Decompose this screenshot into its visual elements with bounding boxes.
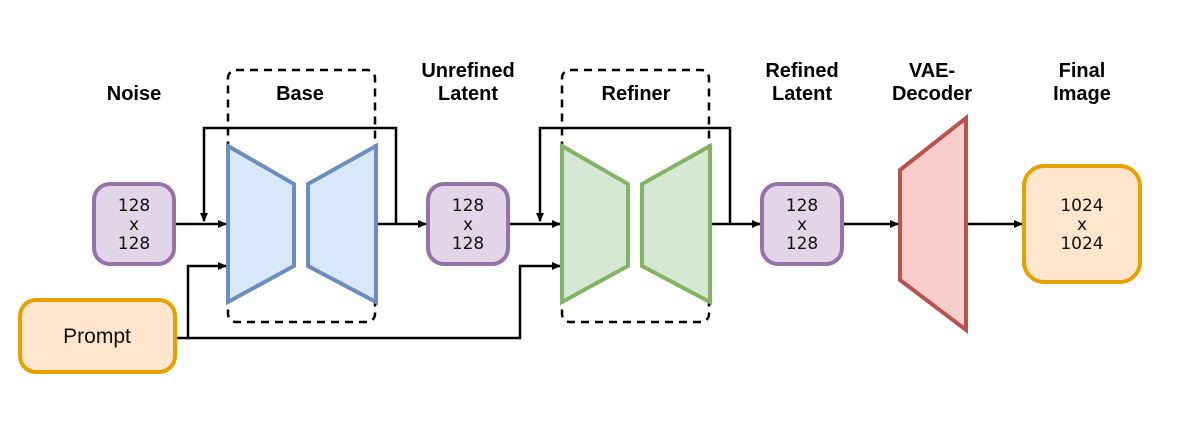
header-unrefined-line1: Unrefined: [421, 60, 514, 82]
final-dim-2: 1024: [1060, 234, 1103, 254]
noise-dim-x: x: [129, 215, 139, 235]
refiner-decoder: [640, 142, 712, 306]
final-image-box: 1024 x 1024: [1022, 164, 1142, 284]
header-vae-line2: Decoder: [892, 83, 972, 105]
refined-latent-box: 128 x 128: [760, 182, 844, 266]
prompt-label: Prompt: [63, 325, 131, 348]
vae-decoder-shape: [898, 113, 968, 335]
refined-dim-2: 128: [786, 234, 818, 254]
header-refiner: Refiner: [602, 83, 671, 105]
header-final-line2: Image: [1053, 83, 1111, 105]
arrow-prompt-to-refiner: [188, 262, 561, 340]
noise-latent-box: 128 x 128: [92, 182, 176, 266]
noise-dim-2: 128: [118, 234, 150, 254]
header-unrefined-line2: Latent: [438, 83, 498, 105]
refiner-encoder: [560, 142, 630, 306]
refiner-loop-arrow: [536, 126, 732, 224]
final-dim-x: x: [1077, 215, 1087, 235]
unrefined-latent-box: 128 x 128: [426, 182, 510, 266]
prompt-box: Prompt: [18, 298, 177, 374]
refined-dim-x: x: [797, 215, 807, 235]
base-loop-arrow: [200, 126, 398, 224]
refined-dim-1: 128: [786, 196, 818, 216]
unrefined-dim-1: 128: [452, 196, 484, 216]
header-refined-line2: Latent: [772, 83, 832, 105]
base-encoder: [226, 142, 296, 306]
header-vae-line1: VAE-: [909, 60, 955, 82]
header-base: Base: [276, 83, 324, 105]
final-dim-1: 1024: [1060, 196, 1103, 216]
arrow-prompt-to-base: [176, 262, 227, 340]
header-noise: Noise: [107, 83, 161, 105]
unrefined-dim-x: x: [463, 215, 473, 235]
base-decoder: [306, 142, 378, 306]
unrefined-dim-2: 128: [452, 234, 484, 254]
base-unet-shape: [226, 142, 378, 306]
refiner-unet-shape: [560, 142, 712, 306]
noise-dim-1: 128: [118, 196, 150, 216]
header-refined-line1: Refined: [765, 60, 838, 82]
header-final-line1: Final: [1059, 60, 1106, 82]
